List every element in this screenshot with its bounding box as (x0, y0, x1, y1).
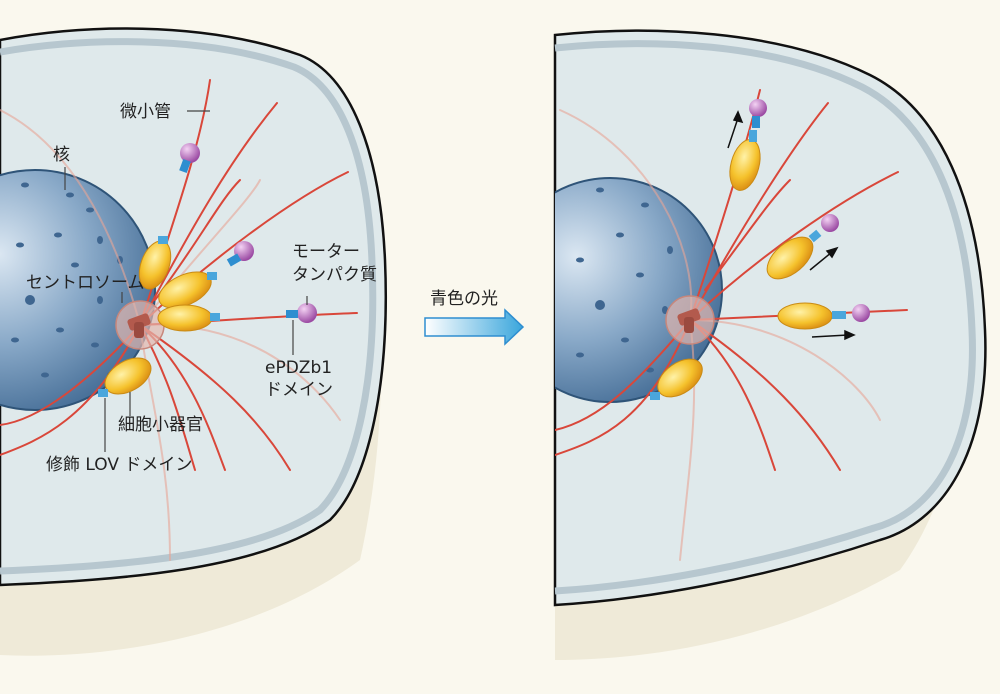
arrow-icon (424, 308, 525, 346)
movement-arrows (727, 110, 856, 341)
cell-cortex (554, 40, 976, 595)
microtubules (555, 89, 908, 561)
nucleus (0, 169, 156, 411)
label-centrosome: セントロソーム (26, 273, 145, 293)
organelles (650, 99, 870, 400)
cell-cortex (0, 38, 377, 575)
organelles (98, 236, 220, 397)
nuclear-pores (11, 182, 123, 378)
label-microtubule: 微小管 (120, 102, 171, 122)
label-motor-protein-line1: モーター (292, 242, 360, 262)
cell-before-light: 微小管 核 セントロソーム モーター タンパク質 ePDZb1 ドメイン 細胞小… (0, 27, 387, 656)
cell-after-light (553, 29, 987, 661)
label-organelle: 細胞小器官 (118, 415, 203, 435)
centrosome (665, 295, 715, 345)
label-motor-protein-line2: タンパク質 (292, 265, 377, 285)
label-nucleus: 核 (53, 145, 70, 165)
label-epdzb1-line1: ePDZb1 (265, 358, 332, 378)
label-epdzb1-line2: ドメイン (265, 380, 333, 400)
centrosome (115, 300, 165, 350)
cell-membrane (553, 29, 987, 607)
label-lov-domain: 修飾 LOV ドメイン (46, 455, 192, 475)
motor-proteins (179, 143, 317, 323)
nuclear-pores (576, 187, 673, 373)
blue-light-arrow: 青色の光 (424, 289, 525, 346)
label-blue-light: 青色の光 (430, 289, 498, 309)
